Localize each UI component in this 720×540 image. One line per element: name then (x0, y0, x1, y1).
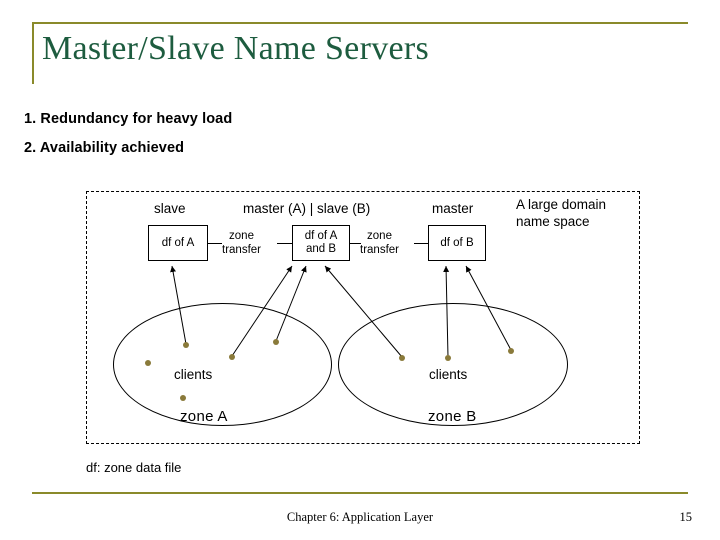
top-accent-rule (32, 22, 688, 24)
zone-a-label: zone A (180, 408, 228, 425)
zone-transfer-label-2: zone transfer (360, 229, 399, 257)
server-box-ab-line2: and B (305, 243, 337, 255)
label-slave: slave (154, 201, 186, 216)
label-name-space-line1: A large domain (516, 197, 607, 212)
server-box-master-a-slave-b: df of A and B (292, 225, 350, 261)
label-master: master (432, 201, 474, 216)
footer-accent-rule (32, 492, 688, 494)
footer-page-number: 15 (679, 510, 693, 524)
label-name-space: A large domain name space (516, 196, 606, 230)
zone-transfer-2-connector-left (350, 243, 361, 244)
zone-transfer-2-line2: transfer (360, 244, 399, 256)
zone-transfer-1-connector-right (277, 243, 292, 244)
zone-transfer-1-line1: zone (229, 230, 254, 242)
zone-transfer-2-connector-right (414, 243, 428, 244)
zone-transfer-1-connector-left (208, 243, 222, 244)
server-box-master-a-slave-b-label: df of A and B (305, 230, 338, 256)
server-box-master-b-label: df of B (440, 236, 474, 249)
zone-b-clients-label: clients (429, 367, 468, 382)
label-name-space-line2: name space (516, 214, 590, 229)
diagram-boundary (86, 191, 640, 444)
page-title: Master/Slave Name Servers (42, 30, 430, 67)
zone-a-ellipse (113, 303, 332, 426)
zone-b-ellipse (338, 303, 568, 426)
zone-transfer-1-line2: transfer (222, 244, 261, 256)
zone-b-label: zone B (428, 408, 477, 425)
server-box-slave-a: df of A (148, 225, 208, 261)
label-master-slave: master (A) | slave (B) (243, 201, 371, 216)
footer-chapter: Chapter 6: Application Layer (286, 510, 434, 524)
legend-note: df: zone data file (86, 460, 182, 475)
zone-transfer-2-line1: zone (367, 230, 392, 242)
bullet-item-1: 1. Redundancy for heavy load (24, 111, 233, 127)
zone-transfer-label-1: zone transfer (222, 229, 261, 257)
server-box-ab-line1: df of A (304, 230, 338, 242)
server-box-slave-a-label: df of A (161, 236, 195, 249)
server-box-master-b: df of B (428, 225, 486, 261)
bullet-item-2: 2. Availability achieved (24, 140, 185, 156)
zone-a-clients-label: clients (174, 367, 213, 382)
left-accent-rule (32, 22, 34, 84)
